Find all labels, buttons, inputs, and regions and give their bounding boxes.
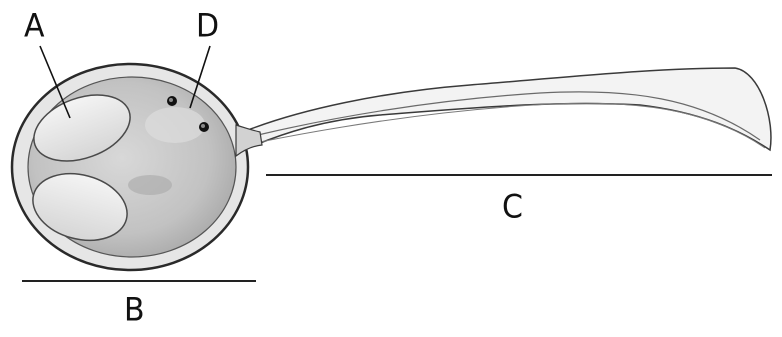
cytoplasm-shading [128,175,172,195]
label-b: B [124,295,145,327]
eyespot-2-highlight [201,124,205,128]
label-a: A [24,11,45,43]
label-c: C [502,192,523,224]
label-d: D [196,11,219,43]
eyespot-1-highlight [169,98,173,102]
flagellum [248,68,771,150]
cytoplasm-highlight [145,107,205,143]
